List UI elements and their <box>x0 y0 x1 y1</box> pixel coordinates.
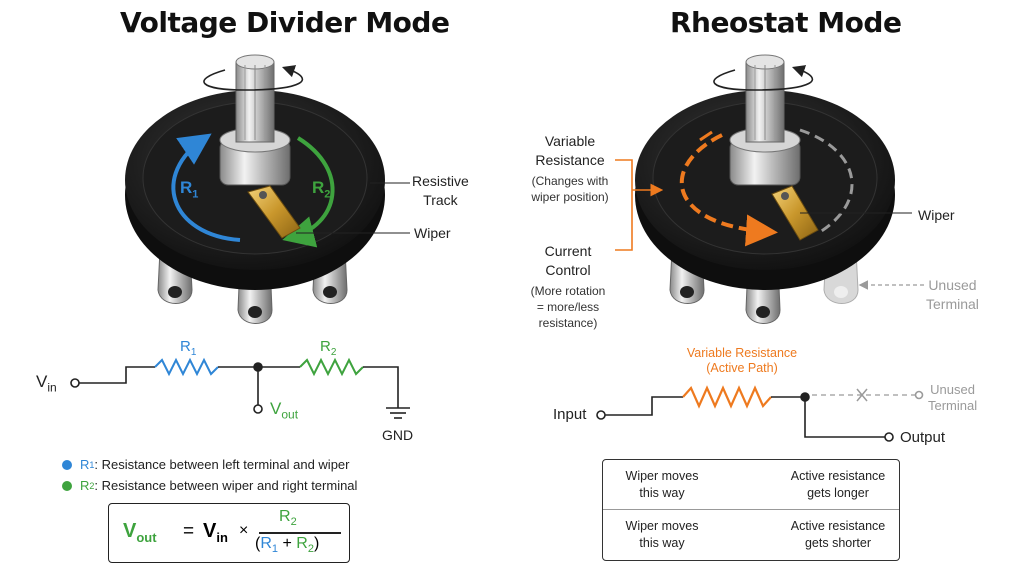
rotation-note: (More rotation = more/less resistance) <box>530 284 606 330</box>
table-row-left: Wiper moves this way <box>625 469 699 500</box>
table-row-left: Wiper moves this way <box>625 519 699 550</box>
voltage-divider-title: Voltage Divider Mode <box>120 6 450 39</box>
legend-r2-dot <box>62 480 72 491</box>
left-circuit <box>70 357 410 419</box>
formula-equals: = <box>183 521 195 542</box>
vout-label: Vout <box>270 399 299 422</box>
r2-pot-label: R2 <box>312 178 331 201</box>
table-row-right: Active resistance gets longer <box>790 469 886 500</box>
formula-numerator: R2 <box>279 508 297 529</box>
formula-vout: Vout <box>123 520 157 545</box>
legend-r1-dot <box>62 459 72 470</box>
gnd-label: GND <box>382 427 414 443</box>
r1-pot-label: R1 <box>180 178 199 201</box>
changes-note: (Changes with wiper position) <box>531 174 609 204</box>
variable-resistance-circuit-label: Variable Resistance (Active Path) <box>686 346 798 375</box>
circuit-r2-label: R2 <box>320 338 337 358</box>
rheostat-behavior-table: Wiper moves this way Active resistance g… <box>602 459 900 561</box>
left-potentiometer <box>125 54 410 324</box>
table-divider <box>603 509 899 510</box>
output-label: Output <box>900 429 946 446</box>
table-row-right: Active resistance gets shorter <box>790 519 886 550</box>
variable-resistance-label: Variable Resistance <box>535 133 605 168</box>
table-row: Wiper moves this way Active resistance g… <box>603 510 899 560</box>
right-potentiometer <box>615 54 924 324</box>
formula-times: × <box>239 522 249 539</box>
formula-fraction-bar <box>259 532 341 534</box>
rheostat-title: Rheostat Mode <box>670 6 902 39</box>
current-control-label: Current Control <box>544 243 592 278</box>
unused-terminal-circuit-label: Unused Terminal <box>928 382 978 413</box>
formula-vin: Vin <box>203 520 228 545</box>
input-label: Input <box>553 406 587 423</box>
formula-box: Vout = Vin × R2 (R1 + R2) <box>108 503 350 563</box>
circuit-r1-label: R1 <box>180 338 197 358</box>
right-wiper-label: Wiper <box>918 207 955 223</box>
vin-label: Vin <box>36 372 57 395</box>
right-circuit <box>596 385 924 442</box>
unused-terminal-label: Unused Terminal <box>926 277 979 312</box>
formula-denominator: (R1 + R2) <box>255 535 320 556</box>
resistive-track-label: Resistive Track <box>412 173 469 208</box>
left-wiper-label: Wiper <box>414 225 451 241</box>
table-row: Wiper moves this way Active resistance g… <box>603 460 899 510</box>
